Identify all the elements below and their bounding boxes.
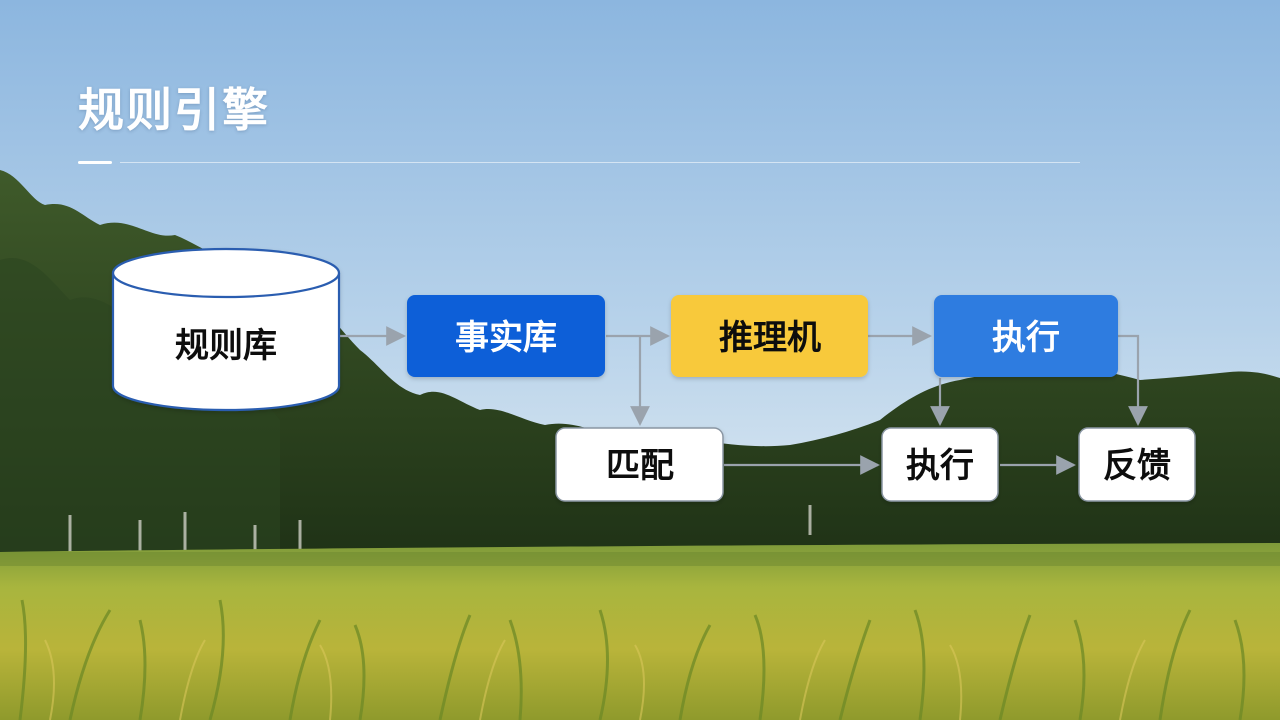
node-execute-bottom: 执行 xyxy=(881,427,999,502)
node-feedback: 反馈 xyxy=(1078,427,1196,502)
node-inference-engine: 推理机 xyxy=(671,295,868,377)
node-match: 匹配 xyxy=(555,427,724,502)
node-execute-bottom-label: 执行 xyxy=(906,446,974,486)
node-fact-base: 事实库 xyxy=(407,295,605,377)
title-divider xyxy=(120,162,1080,163)
node-execute-top-label: 执行 xyxy=(992,318,1060,358)
node-feedback-label: 反馈 xyxy=(1103,446,1171,486)
title-accent-line xyxy=(78,161,112,164)
node-rule-base: 规则库 xyxy=(111,247,341,412)
node-match-label: 匹配 xyxy=(606,446,674,486)
edge-execute-top-to-feedback xyxy=(1118,334,1148,426)
node-inference-engine-label: 推理机 xyxy=(719,318,821,358)
node-execute-top: 执行 xyxy=(934,295,1118,377)
node-fact-base-label: 事实库 xyxy=(455,318,557,358)
slide-title: 规则引擎 xyxy=(78,83,270,137)
node-rule-base-label: 规则库 xyxy=(175,326,277,366)
